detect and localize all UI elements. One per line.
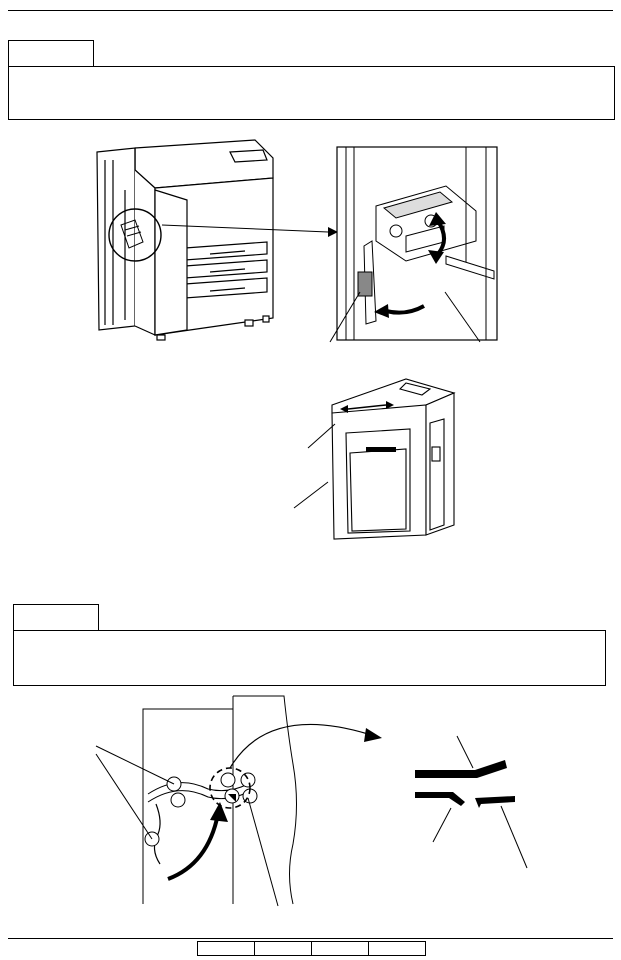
paper-path-diagram-figure (88, 694, 388, 909)
footer-cell-3 (311, 941, 369, 956)
printer-rear-open-figure (326, 375, 460, 543)
callout-lines-icon (329, 291, 481, 343)
section-2-text-box (13, 630, 606, 686)
transport-unit-lever-icon (336, 146, 498, 341)
footer-cell-4 (368, 941, 426, 956)
paper-path-rollers-icon (95, 695, 382, 907)
header-rule (8, 10, 613, 11)
printer-rear-panel-open-icon (331, 378, 456, 540)
printer-with-open-door-icon (96, 139, 274, 341)
footer-cell-1 (197, 941, 255, 956)
footer-cell-2 (254, 941, 312, 956)
transport-unit-detail-figure (336, 146, 498, 341)
guide-plate-detail-figure (405, 730, 540, 870)
rear-callout-lines-icon (293, 423, 336, 509)
zoom-arrow-icon (161, 224, 338, 237)
section-2-tab (13, 604, 99, 631)
section-1-text-box (8, 66, 615, 120)
footer-rule (8, 938, 613, 939)
guide-plate-icon (415, 735, 528, 869)
printer-front-open-figure (95, 130, 295, 345)
section-1-tab (8, 40, 94, 67)
